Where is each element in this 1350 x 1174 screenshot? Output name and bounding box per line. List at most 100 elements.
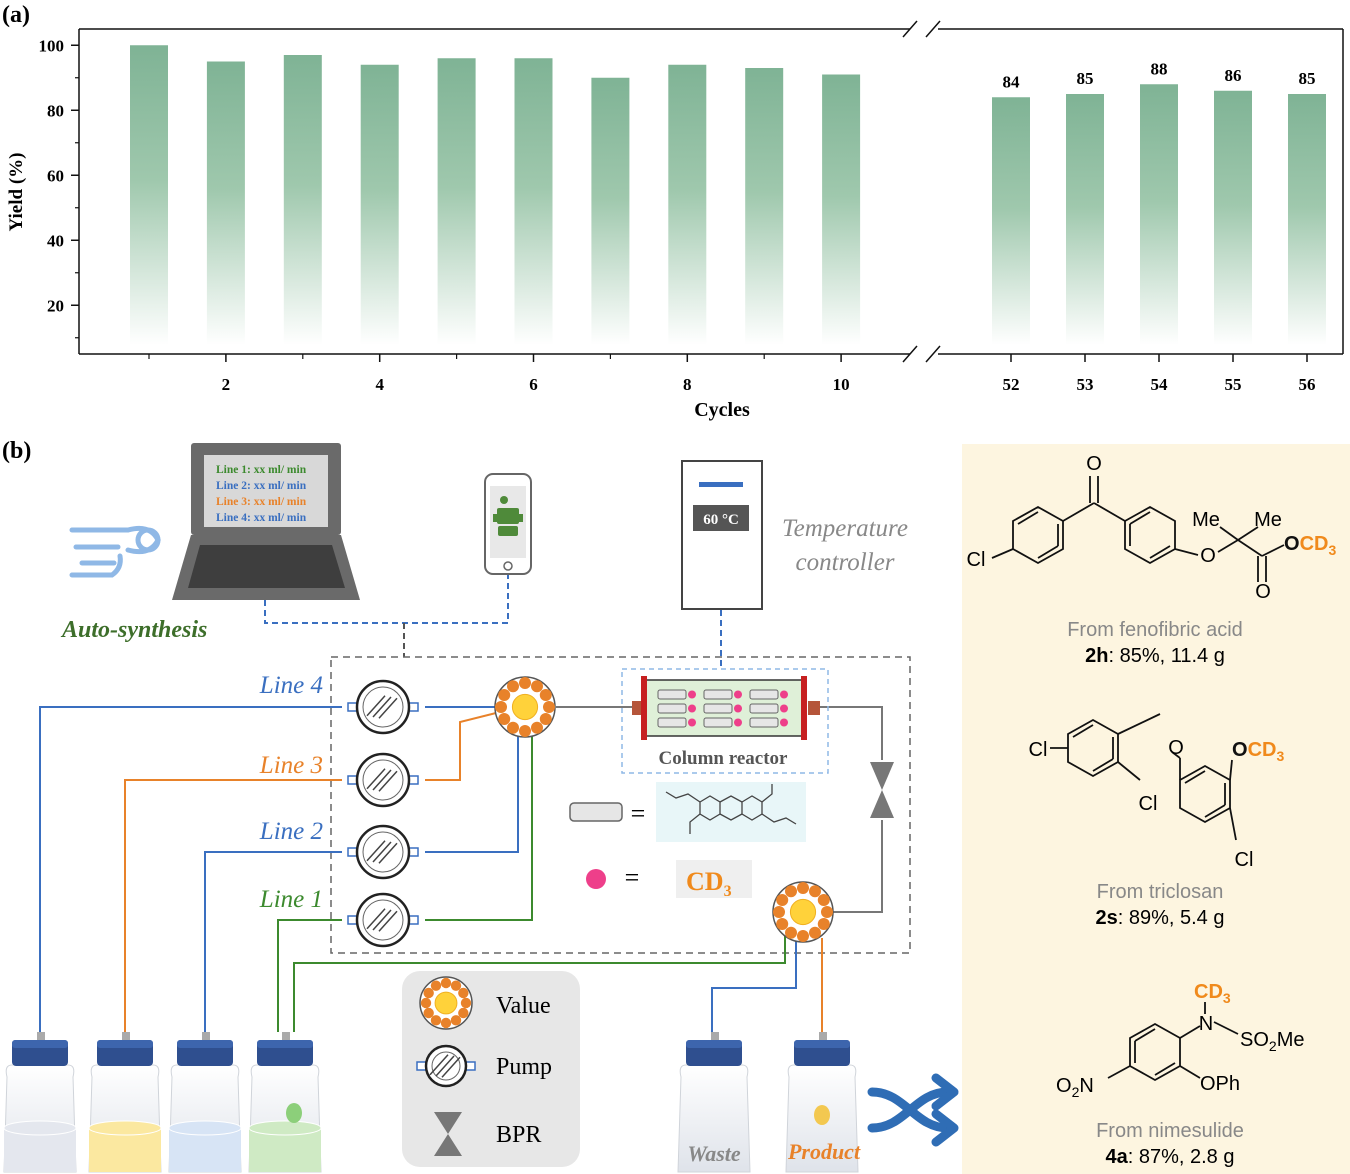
molecule-2s-labels: Cl O Cl OCD3 Cl [1029,737,1285,871]
resin-structure [656,782,806,842]
reactor-packing [657,689,788,728]
atom-label: Cl [1029,739,1048,761]
atom-label: Cl [1139,793,1158,815]
legend-valve-icon [419,976,473,1030]
product-yield: 4a: 87%, 2.8 g [1106,1146,1235,1168]
bpr-icon [870,762,894,818]
chart-frame [78,28,1344,355]
x-tick-label: 54 [1151,375,1169,394]
laptop-line-text: Line 4: xx ml/ min [216,512,307,524]
y-tick-label: 60 [47,166,64,185]
hand-pointer-icon [69,525,161,578]
atom-label: O [1255,581,1271,603]
vial-icon [88,1032,162,1173]
legend-pump-label: Pump [496,1054,552,1080]
product-source: From nimesulide [1096,1120,1244,1142]
molecule-4a [1107,1002,1239,1082]
bar [130,45,168,345]
line-4-label: Line 4 [259,672,323,699]
x-tick-label: 52 [1003,375,1020,394]
x-tick-label: 6 [529,375,538,394]
y-axis-label: Yield (%) [6,153,27,232]
cd3-box [676,860,752,898]
auto-synthesis-label: Auto-synthesis [60,617,207,643]
panel-a-label: (a) [2,2,30,28]
bar [745,68,784,345]
pump-icon [347,824,419,880]
x-tick-label: 55 [1225,375,1242,394]
vial-icon [3,1032,77,1173]
product-yield: 2s: 89%, 5.4 g [1096,907,1225,929]
robot-icon [493,496,523,536]
shuffle-arrow-icon [867,1073,959,1147]
data-label: 84 [1003,72,1021,91]
y-tick-label: 20 [47,296,64,315]
atom-label: O [1086,453,1102,475]
pump-icon [347,752,419,808]
products-panel [962,444,1350,1174]
product-source: From fenofibric acid [1067,619,1243,641]
product-drop-icon [814,1105,830,1125]
data-label: 85 [1299,69,1316,88]
vial-icon [168,1032,242,1173]
waste-label: Waste [687,1141,741,1166]
molecule-2s [1050,713,1237,841]
data-label: 85 [1077,69,1094,88]
vial-icon [677,1032,751,1173]
y-tick-label: 40 [47,231,64,250]
bar [1288,94,1326,345]
laptop-line-text: Line 3: xx ml/ min [216,496,307,508]
no2-label: O2N [1056,1075,1094,1100]
bar [668,64,707,345]
tubing [39,706,883,1035]
bar [1140,84,1178,345]
line-1-label: Line 1 [259,886,323,913]
laptop-icon [172,443,360,600]
bar [992,97,1030,345]
x-tick-label: 53 [1077,375,1094,394]
x-tick-label: 56 [1299,375,1316,394]
vials [3,1032,859,1173]
pump-icon [347,892,419,948]
bar [1066,94,1104,345]
valve-icon [494,676,556,738]
legend-bpr-label: BPR [496,1122,541,1148]
atom-label: O [1200,545,1216,567]
bar [822,74,861,345]
atom-label: Me [1192,509,1220,531]
ocd3-label: OCD3 [1232,739,1284,764]
cd3-dot-icon [586,869,606,889]
cd3-label: CD3 [1194,981,1231,1006]
line-3-label: Line 3 [259,752,323,779]
temperature-display: 60 °C [703,512,739,528]
temperature-label-1: Temperature [782,515,908,542]
pump-icon [347,679,419,735]
resin-bead-icon [569,802,623,822]
line-2-label: Line 2 [259,818,323,845]
pump-icon [416,1044,476,1088]
cd3-equals: = [625,863,640,892]
data-label: 86 [1225,66,1242,85]
x-tick-label: 4 [375,375,384,394]
product-label: Product [787,1139,861,1164]
bar [360,64,399,345]
molecule-4a-labels: CD3 N SO2Me O2N OPh [1056,981,1305,1100]
legend-valve-label: Value [496,993,551,1019]
x-axis-label: Cycles [694,399,750,421]
resin-equals: = [631,799,646,828]
atom-label: Cl [967,549,986,571]
ocd3-label: OCD3 [1284,533,1336,558]
atom-label: O [1168,737,1184,759]
panel-b-label: (b) [2,438,31,464]
temperature-controller [681,460,763,610]
laptop-line-text: Line 1: xx ml/ min [216,464,307,476]
bar [283,55,322,345]
bar [591,77,630,345]
molecule-2h-labels: O Cl Me Me O O OCD3 [967,453,1337,603]
x-tick-label: 10 [833,375,850,394]
y-tick-label: 80 [47,101,64,120]
